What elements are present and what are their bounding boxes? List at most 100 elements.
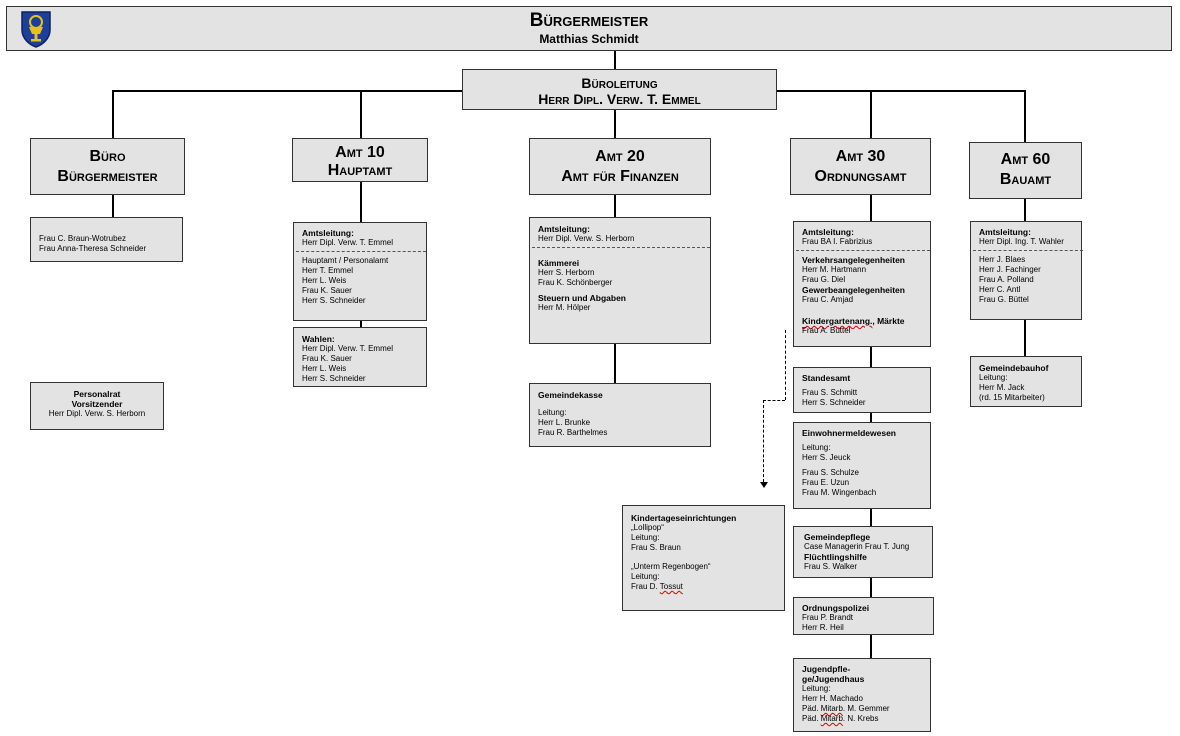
staff-name: Herr M. Jack (979, 383, 1025, 392)
connector-amt60-bauhof (1024, 320, 1026, 356)
leitung-label: Amtsleitung: (302, 228, 354, 238)
kindergarten-label-part: Kindergartenang. (802, 316, 873, 326)
amt60-staff-box: Amtsleitung: Herr Dipl. Ing. T. Wahler H… (970, 221, 1083, 320)
staff-prefix: Frau D. (631, 582, 660, 591)
amt10-title-2: Hauptamt (327, 162, 393, 179)
gemeindekasse-box: Gemeindekasse Leitung: Herr L. Brunke Fr… (529, 383, 711, 447)
staff-name: Frau C. Amjad (802, 295, 854, 304)
amt60-title-2: Bauamt (999, 171, 1052, 188)
buero-bgm-title-2: Bürgermeister (57, 168, 158, 185)
kita-regenbogen: „Unterm Regenbogen“ (631, 562, 711, 571)
amt20-title-2: Amt für Finanzen (561, 168, 679, 185)
staff-prefix: Päd. (802, 704, 821, 713)
jugend-title-2: ge/Jugendhaus (802, 674, 865, 684)
leitung-label: Amtsleitung: (802, 227, 854, 237)
page-title: Bürgermeister (529, 10, 649, 31)
amt60-title-1: Amt 60 (1000, 151, 1051, 168)
staff-name: Frau M. Wingenbach (802, 488, 877, 497)
staff-name: Päd. Mitarb. N. Krebs (802, 714, 924, 724)
staff-name: Herr L. Weis (302, 364, 347, 373)
staff-role: Mitarb (820, 714, 843, 723)
buero-bgm-title-1: Büro (89, 148, 126, 165)
einwohner-leitung: Leitung: (802, 443, 831, 452)
staff-name: Frau A. Büttel (802, 326, 851, 335)
staff-suffix: . N. Krebs (842, 714, 879, 723)
kindergarten-label: Kindergartenang., Märkte (802, 316, 924, 326)
personalrat-box: Personalrat Vorsitzender Herr Dipl. Verw… (30, 382, 164, 430)
bauhof-leitung: Leitung: (979, 373, 1008, 382)
connector-buero-staff (112, 195, 114, 217)
staff-name: Herr J. Fachinger (979, 265, 1041, 274)
pflege-title: Gemeindepflege (804, 532, 871, 542)
connector-buero-bgm (112, 90, 114, 138)
kita-box: Kindertageseinrichtungen „Lollipop“ Leit… (622, 505, 785, 611)
staff-name: Herr S. Schneider (302, 296, 366, 305)
staff-name: Frau S. Schmitt (802, 388, 858, 397)
dashed-separator (796, 250, 930, 251)
staff-name: Herr M. Hölper (538, 303, 591, 312)
staff-name: Frau G. Büttel (979, 295, 1029, 304)
connector-bgm-bueroleitung (614, 51, 616, 69)
staff-name: Frau K. Sauer (302, 286, 352, 295)
header-box: Bürgermeister Matthias Schmidt (6, 6, 1172, 51)
crest-icon (20, 10, 52, 48)
dashed-separator (296, 251, 426, 252)
mayor-name: Matthias Schmidt (539, 32, 639, 46)
connector-amt60-staff (1024, 199, 1026, 221)
staff-name: Frau S. Braun (631, 543, 681, 552)
bueroleitung-title: Büroleitung (581, 75, 658, 91)
staff-name: Frau C. Braun-Wotrubez (39, 234, 126, 243)
gewerbe-label: Gewerbeangelegenheiten (802, 285, 905, 295)
kita-leitung: Leitung: (631, 533, 660, 542)
amt30-title-2: Ordnungsamt (814, 168, 907, 185)
jugendpflege-box: Jugendpfle- ge/Jugendhaus Leitung: Herr … (793, 658, 931, 732)
amt30-title-1: Amt 30 (835, 148, 886, 165)
kita-lollipop: „Lollipop“ (631, 523, 664, 532)
leitung-name: Herr Dipl. Ing. T. Wahler (979, 237, 1064, 246)
steuern-label: Steuern und Abgaben (538, 293, 626, 303)
staff-name: Frau Anna-Theresa Schneider (39, 244, 147, 253)
kasse-title: Gemeindekasse (538, 390, 603, 400)
staff-name: Herr S. Schneider (302, 374, 366, 383)
bauhof-note: (rd. 15 Mitarbeiter) (979, 393, 1045, 402)
amt10-staff-box: Amtsleitung: Herr Dipl. Verw. T. Emmel H… (293, 222, 427, 321)
staff-name: Frau E. Uzun (802, 478, 850, 487)
staff-name: Frau S. Walker (804, 562, 858, 571)
amt30-box: Amt 30 Ordnungsamt (790, 138, 931, 195)
amt20-title-1: Amt 20 (595, 148, 645, 165)
personalrat-role: Vorsitzender (71, 399, 123, 409)
staff-name: Frau S. Schulze (802, 468, 859, 477)
leitung-name: Herr Dipl. Verw. S. Herborn (538, 234, 635, 243)
bauhof-box: Gemeindebauhof Leitung: Herr M. Jack (rd… (970, 356, 1082, 407)
staff-role: Mitarb (820, 704, 843, 713)
dashed-connector-down (763, 400, 764, 482)
dashed-arrowhead (760, 482, 768, 488)
fluechtling-title: Flüchtlingshilfe (804, 552, 867, 562)
staff-surname: Tossut (659, 582, 683, 591)
staff-name: Herr S. Schneider (802, 398, 866, 407)
gemeindepflege-box: Gemeindepflege Case Managerin Frau T. Ju… (793, 526, 933, 578)
staff-prefix: Päd. (802, 714, 821, 723)
personalrat-title: Personalrat (73, 389, 121, 399)
section-label: Hauptamt / Personalamt (302, 256, 389, 265)
staff-name: Case Managerin Frau T. Jung (804, 542, 910, 551)
connector-bueroleitung-amt20 (614, 110, 616, 138)
staff-name: Frau G. Diel (802, 275, 846, 284)
staff-name: Herr C. Antl (979, 285, 1021, 294)
staff-name: Herr S. Herborn (538, 268, 595, 277)
connector-amt60 (1024, 90, 1026, 142)
leitung-label: Amtsleitung: (538, 224, 590, 234)
dashed-connector-vertical (785, 330, 786, 400)
einwohner-title: Einwohnermeldewesen (802, 428, 896, 438)
connector-amt20-staff (614, 195, 616, 218)
staff-name: Frau K. Sauer (302, 354, 352, 363)
kita-title: Kindertageseinrichtungen (631, 513, 737, 523)
staff-suffix: . M. Gemmer (842, 704, 890, 713)
leitung-label: Amtsleitung: (979, 227, 1031, 237)
ordnungspolizei-box: Ordnungspolizei Frau P. Brandt Herr R. H… (793, 597, 934, 635)
dashed-separator (532, 247, 710, 248)
connector-amt10 (360, 90, 362, 138)
connector-amt10-staff (360, 182, 362, 222)
staff-name: Herr T. Emmel (302, 266, 353, 275)
kasse-leitung: Leitung: (538, 408, 567, 417)
